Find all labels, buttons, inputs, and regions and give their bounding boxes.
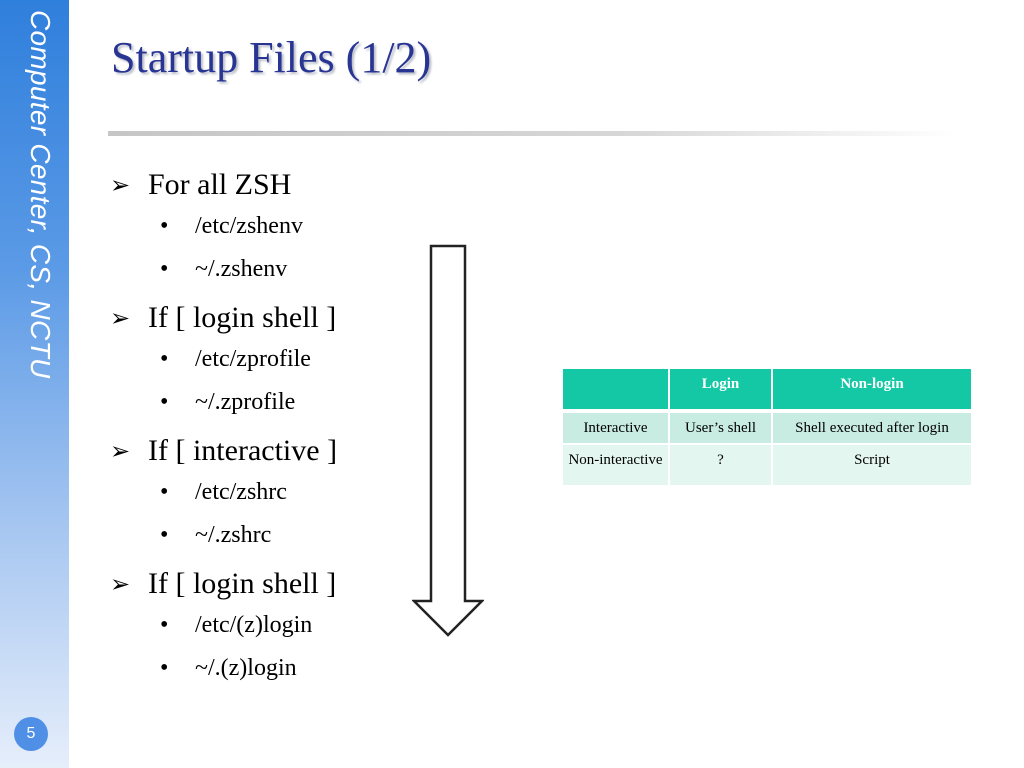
- round-bullet-icon: •: [160, 655, 169, 681]
- table-cell: Shell executed after login: [771, 410, 973, 445]
- bullet-label: If [ login shell ]: [148, 301, 337, 334]
- table-cell: Script: [771, 443, 973, 487]
- bullet-item: ➢ For all ZSH: [110, 165, 430, 205]
- shell-type-table: Login Non-login Interactive User’s shell…: [561, 367, 973, 487]
- sub-bullet-label: /etc/zshrc: [195, 479, 287, 505]
- sub-bullet-label: /etc/zprofile: [195, 346, 311, 372]
- table-cell: ?: [668, 443, 773, 487]
- table-header-cell: Non-login: [771, 367, 973, 412]
- sub-bullet-item: • /etc/(z)login: [110, 604, 430, 647]
- bullet-group: ➢ If [ login shell ] • /etc/zprofile • ~…: [110, 298, 430, 424]
- sub-bullet-label: ~/.zshenv: [195, 256, 288, 282]
- bullet-group: ➢ If [ login shell ] • /etc/(z)login • ~…: [110, 564, 430, 690]
- table-header-cell: [561, 367, 670, 412]
- sub-bullet-label: ~/.zshrc: [195, 522, 272, 548]
- title-underline: [108, 131, 958, 136]
- bullet-label: If [ login shell ]: [148, 567, 337, 600]
- round-bullet-icon: •: [160, 389, 169, 415]
- page-number-badge: 5: [14, 717, 48, 751]
- round-bullet-icon: •: [160, 213, 169, 239]
- sub-bullet-item: • /etc/zshrc: [110, 471, 430, 514]
- arrowhead-bullet-icon: ➢: [110, 304, 131, 332]
- round-bullet-icon: •: [160, 612, 169, 638]
- sub-bullet-label: /etc/zshenv: [195, 213, 303, 239]
- round-bullet-icon: •: [160, 522, 169, 548]
- table-cell: Interactive: [561, 410, 670, 445]
- sub-bullet-item: • ~/.zshrc: [110, 514, 430, 557]
- sidebar-label: Computer Center, CS, NCTU: [25, 10, 56, 379]
- table-row: Interactive User’s shell Shell executed …: [561, 410, 973, 445]
- table-cell: Non-interactive: [561, 443, 670, 487]
- sub-bullet-label: ~/.(z)login: [195, 655, 297, 681]
- arrowhead-bullet-icon: ➢: [110, 437, 131, 465]
- round-bullet-icon: •: [160, 346, 169, 372]
- sub-bullet-item: • ~/.zprofile: [110, 381, 430, 424]
- bullet-item: ➢ If [ login shell ]: [110, 564, 430, 604]
- sub-bullet-item: • ~/.zshenv: [110, 248, 430, 291]
- table-cell: User’s shell: [668, 410, 773, 445]
- sub-bullet-label: /etc/(z)login: [195, 612, 313, 638]
- bullet-group: ➢ For all ZSH • /etc/zshenv • ~/.zshenv: [110, 165, 430, 291]
- bullet-label: If [ interactive ]: [148, 434, 338, 467]
- round-bullet-icon: •: [160, 479, 169, 505]
- bullet-group: ➢ If [ interactive ] • /etc/zshrc • ~/.z…: [110, 431, 430, 557]
- down-arrow-icon: [412, 244, 484, 637]
- sub-bullet-item: • /etc/zshenv: [110, 205, 430, 248]
- sub-bullet-item: • ~/.(z)login: [110, 647, 430, 690]
- table-row: Non-interactive ? Script: [561, 443, 973, 487]
- sidebar: Computer Center, CS, NCTU 5: [0, 0, 69, 768]
- bullet-item: ➢ If [ interactive ]: [110, 431, 430, 471]
- sub-bullet-item: • /etc/zprofile: [110, 338, 430, 381]
- slide-title: Startup Files (1/2): [111, 33, 432, 82]
- bullet-item: ➢ If [ login shell ]: [110, 298, 430, 338]
- bullet-label: For all ZSH: [148, 168, 292, 201]
- bullet-list: ➢ For all ZSH • /etc/zshenv • ~/.zshenv …: [110, 165, 430, 697]
- round-bullet-icon: •: [160, 256, 169, 282]
- arrowhead-bullet-icon: ➢: [110, 570, 131, 598]
- arrowhead-bullet-icon: ➢: [110, 171, 131, 199]
- sub-bullet-label: ~/.zprofile: [195, 389, 296, 415]
- table-header-cell: Login: [668, 367, 773, 412]
- table-header-row: Login Non-login: [561, 367, 973, 412]
